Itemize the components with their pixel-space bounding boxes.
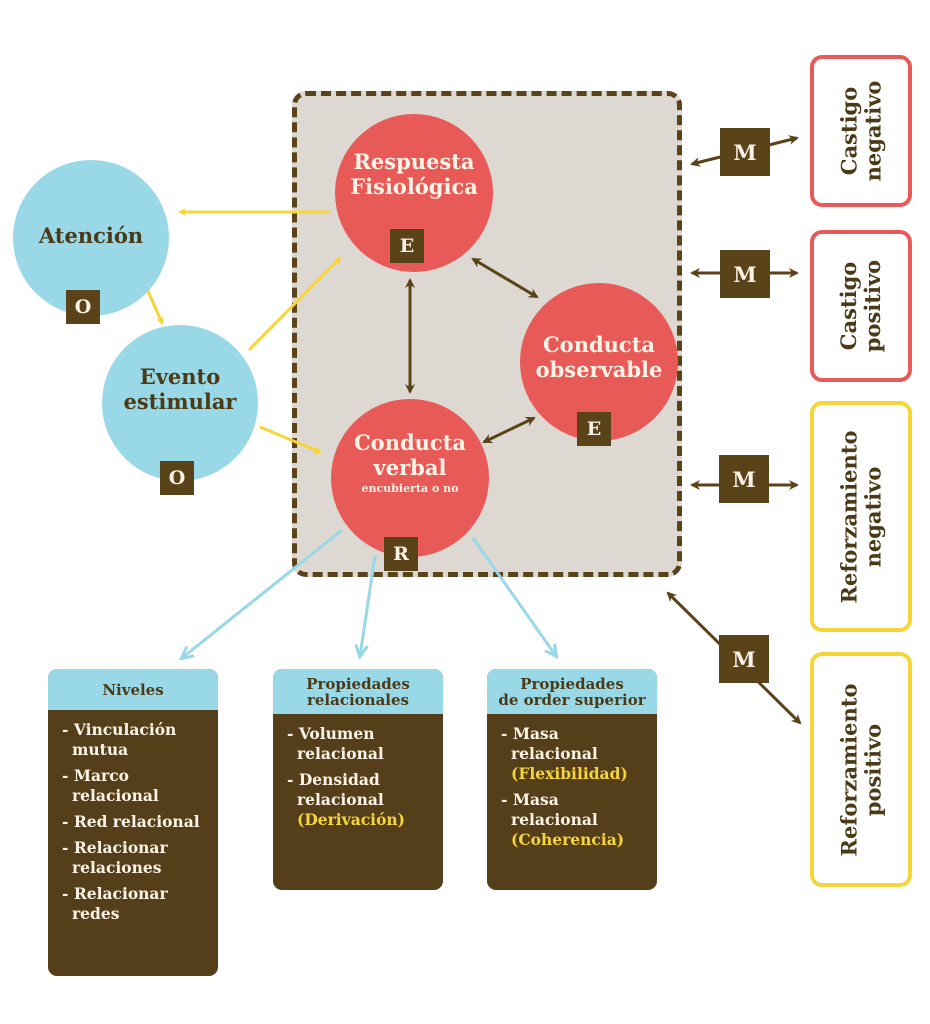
badge-r: R (384, 537, 418, 571)
arrow-verbal-to-relacionales (360, 555, 377, 656)
node-conducta-verbal: Conducta verbal encubierta o no (331, 399, 489, 557)
node-evento-label-2: estimular (123, 389, 237, 414)
arrow-verbal-to-superior (471, 537, 556, 656)
panel-superior-list: - Masa relacional(Flexibilidad) - Masa r… (487, 714, 657, 864)
arrow-verbal-observable (482, 416, 536, 444)
node-verbal-sub: encubierta o no (361, 482, 459, 495)
highlight-text: (Derivación) (297, 810, 406, 829)
node-respuesta-label-1: Respuesta (353, 149, 475, 174)
panel-niveles: Niveles - Vinculación mutua - Marco rela… (48, 669, 218, 976)
list-item: - Volumen relacional (287, 724, 384, 763)
list-item: - Relacionar redes (62, 884, 168, 923)
node-evento-label-1: Evento (139, 364, 221, 389)
node-observable-label-1: Conducta (542, 332, 656, 357)
node-observable-label-2: observable (535, 357, 663, 382)
badge-m-reforzamiento-positivo: M (719, 635, 769, 683)
panel-niveles-list: - Vinculación mutua - Marco relacional -… (48, 710, 218, 938)
panel-niveles-title: Niveles (48, 669, 218, 710)
badge-organism: O (160, 461, 194, 495)
badge-m-castigo-positivo: M (720, 250, 770, 298)
highlight-text: (Coherencia) (511, 830, 625, 849)
list-item: - Red relacional (62, 812, 200, 831)
list-item: - Marco relacional (62, 766, 159, 805)
list-item: - Vinculación mutua (62, 720, 177, 759)
list-item: - Relacionar relaciones (62, 838, 168, 877)
arrow-verbal-to-niveles (182, 528, 343, 658)
arrow-evento-to-respuesta (247, 256, 342, 352)
badge-organism: O (66, 290, 100, 324)
arrow-respuesta-observable (471, 257, 539, 299)
node-respuesta-label-2: Fisiológica (350, 174, 478, 199)
node-conducta-observable: Conducta observable (520, 283, 678, 441)
node-verbal-label-1: Conducta (353, 430, 467, 455)
list-item: - Masa relacional(Flexibilidad) (501, 724, 651, 784)
badge-e: E (390, 229, 424, 263)
highlight-text: (Flexibilidad) (511, 764, 628, 783)
badge-e: E (577, 412, 611, 446)
node-evento-estimular: Evento estimular (102, 325, 258, 481)
badge-m-reforzamiento-negativo: M (719, 455, 769, 503)
panel-relacionales-list: - Volumen relacional - Densidad relacion… (273, 714, 443, 844)
list-item: - Masa relacional(Coherencia) (501, 790, 651, 850)
node-verbal-label-2: verbal (373, 455, 447, 480)
node-atencion-label: Atención (38, 222, 144, 248)
badge-m-castigo-negativo: M (720, 128, 770, 176)
arrow-evento-to-verbal (259, 425, 322, 454)
list-item: - Densidad relacional(Derivación) (287, 770, 437, 830)
